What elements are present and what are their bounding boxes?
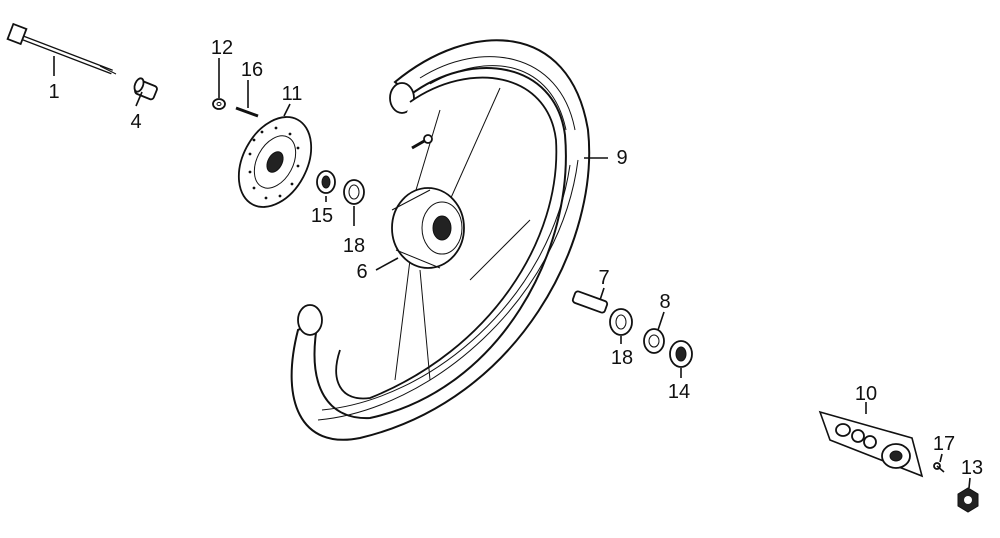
part-brake-disc — [237, 116, 313, 208]
callout-4: 4 — [130, 111, 141, 133]
part-bolt — [235, 106, 259, 118]
part-screw — [933, 462, 945, 473]
callout-6: 6 — [356, 261, 367, 283]
part-valve — [411, 134, 433, 150]
callout-labels: 1 4 12 16 11 15 18 6 9 7 8 18 14 10 17 1… — [48, 37, 983, 479]
part-retainer — [643, 328, 665, 354]
callout-15: 15 — [311, 205, 333, 227]
part-speedometer-gear-kit — [818, 410, 924, 478]
callout-9: 9 — [616, 147, 627, 169]
callout-1: 1 — [48, 81, 59, 103]
callout-17: 17 — [933, 433, 955, 455]
callout-7: 7 — [598, 267, 609, 289]
part-wheel-rim — [335, 76, 558, 400]
callout-18-left: 18 — [343, 235, 365, 257]
callout-10: 10 — [855, 383, 877, 405]
callout-12: 12 — [211, 37, 233, 59]
part-oil-seal — [316, 170, 336, 194]
callout-18-right: 18 — [611, 347, 633, 369]
part-bearing-left — [343, 179, 365, 205]
leader-lines — [53, 56, 971, 489]
callout-8: 8 — [659, 291, 670, 313]
callout-14: 14 — [668, 381, 690, 403]
callout-16: 16 — [241, 59, 263, 81]
part-oil-seal-right — [669, 340, 693, 368]
callout-13: 13 — [961, 457, 983, 479]
part-axle — [6, 22, 117, 75]
part-collar — [571, 290, 609, 314]
part-bearing-right — [609, 308, 633, 336]
part-spacer — [133, 77, 158, 101]
callout-11: 11 — [282, 83, 303, 105]
part-washer — [212, 98, 226, 110]
part-nut — [957, 487, 979, 513]
part-tyre — [290, 39, 591, 441]
